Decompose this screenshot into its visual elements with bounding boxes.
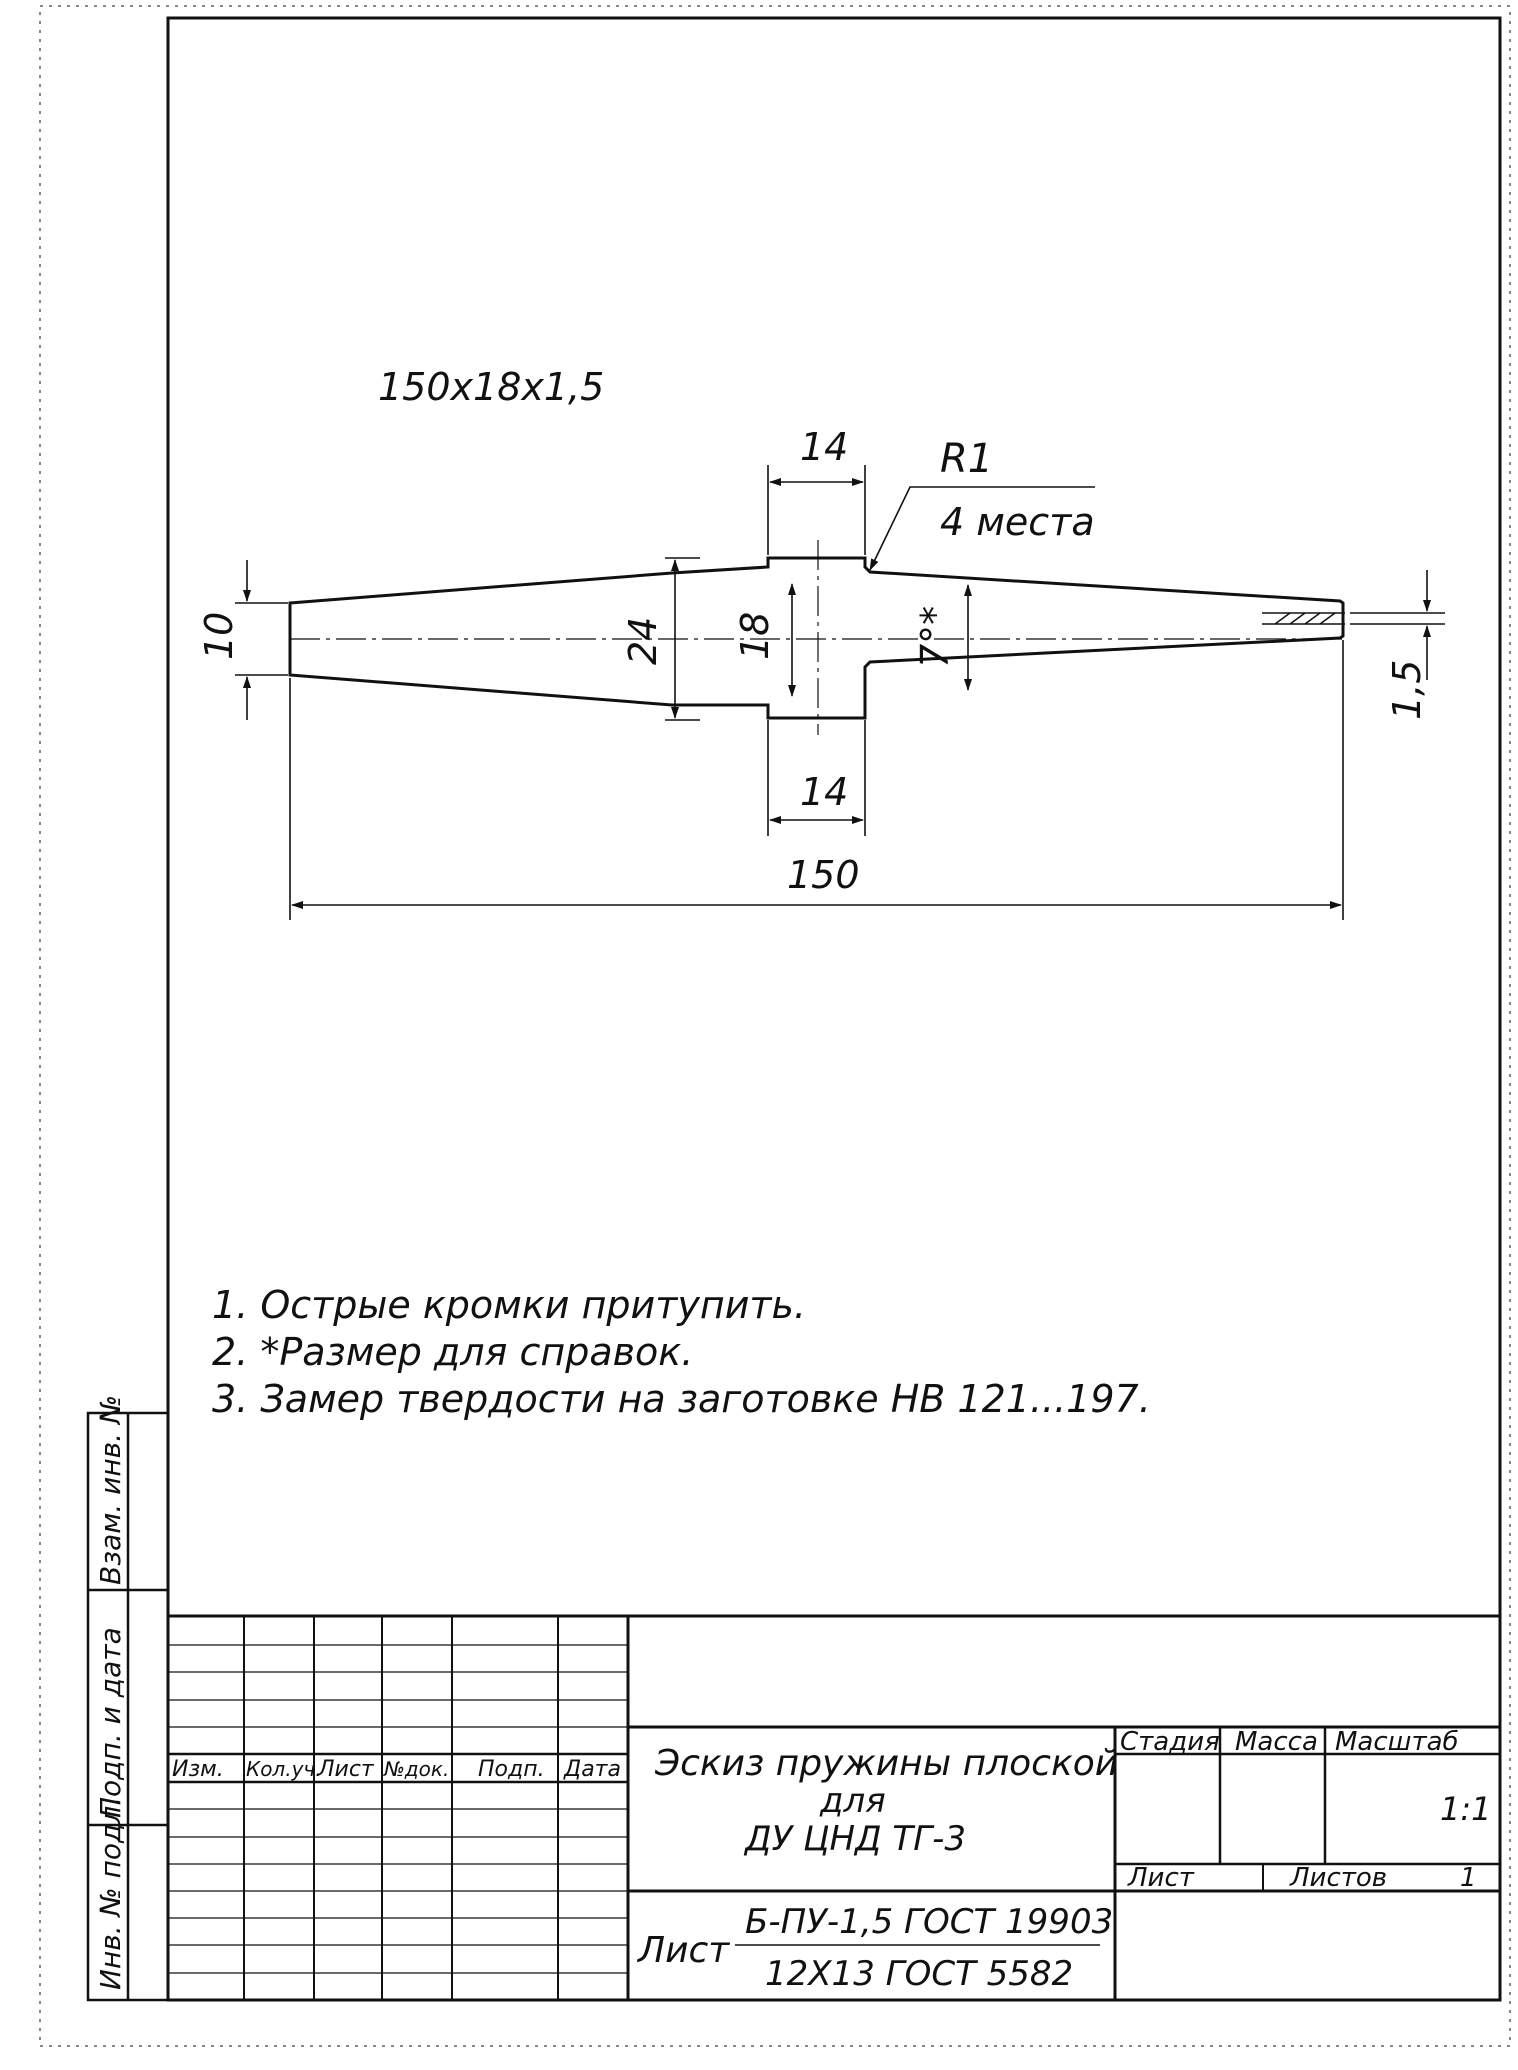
scale-label: Масштаб <box>1335 1727 1459 1757</box>
hatch-line <box>1289 612 1306 625</box>
dim-text-top-14: 14 <box>800 425 848 469</box>
col-header-data: Дата <box>563 1757 621 1782</box>
sheets-label: Листов <box>1289 1863 1387 1893</box>
section-hatch <box>1262 612 1345 625</box>
title-block-frame <box>166 1614 1502 2002</box>
dim-text-7-deg: 7°* <box>913 606 957 668</box>
note-3: 3. Замер твердости на заготовке НВ 121..… <box>212 1377 1151 1421</box>
col-header-koluch: Кол.уч. <box>246 1757 322 1781</box>
col-header-izm: Изм. <box>172 1757 224 1782</box>
dim-text-1-5: 1,5 <box>1385 660 1429 720</box>
spring-outline <box>288 556 1345 720</box>
dim-text-150: 150 <box>787 853 860 897</box>
col-header-list: Лист <box>317 1757 375 1782</box>
col-header-ndok: №док. <box>383 1757 449 1781</box>
side-stamp-inv: Инв. № подл. <box>94 1797 127 1990</box>
mass-label: Масса <box>1235 1727 1318 1757</box>
title-block-grid <box>166 1614 1502 2002</box>
r1-leader <box>869 486 1095 571</box>
side-stamp-vzam: Взам. инв. № <box>94 1395 127 1585</box>
title-line-3: ДУ ЦНД ТГ-3 <box>743 1819 966 1859</box>
title-line-1: Эскиз пружины плоской <box>654 1743 1118 1784</box>
scale-value: 1:1 <box>1440 1790 1492 1828</box>
stage-label: Стадия <box>1120 1727 1220 1757</box>
note-2: 2. *Размер для справок. <box>212 1330 693 1374</box>
dim-text-4-places: 4 места <box>940 500 1095 544</box>
hatch-line <box>1274 612 1291 625</box>
blank-designation: 150x18x1,5 <box>378 365 604 409</box>
dim-text-18: 18 <box>733 612 777 660</box>
sheet-label: Лист <box>1127 1863 1195 1893</box>
sheets-value: 1 <box>1460 1863 1477 1893</box>
center-lines <box>290 540 1345 735</box>
revision-headers: Изм. Кол.уч. Лист №док. Подп. Дата <box>172 1757 621 1782</box>
hatch-line <box>1319 612 1336 625</box>
dim-text-24: 24 <box>621 617 665 665</box>
dim-text-10: 10 <box>197 612 241 660</box>
side-stamp-podp: Подп. и дата <box>94 1627 127 1818</box>
title-line-2: для <box>819 1781 886 1821</box>
inner-frame <box>166 16 1502 2002</box>
material-top: Б-ПУ-1,5 ГОСТ 19903 <box>745 1902 1113 1942</box>
hatch-line <box>1304 612 1321 625</box>
part-contour <box>288 556 1345 720</box>
material-bottom: 12Х13 ГОСТ 5582 <box>765 1954 1073 1994</box>
col-header-podp: Подп. <box>478 1757 545 1782</box>
dim-text-r1: R1 <box>940 436 993 482</box>
note-1: 1. Острые кромки притупить. <box>212 1283 806 1327</box>
technical-notes: 1. Острые кромки притупить. 2. *Размер д… <box>212 1283 1151 1421</box>
material-prefix: Лист <box>636 1930 730 1971</box>
dimension-lines <box>235 465 1445 920</box>
dim-text-bottom-14: 14 <box>800 770 848 814</box>
